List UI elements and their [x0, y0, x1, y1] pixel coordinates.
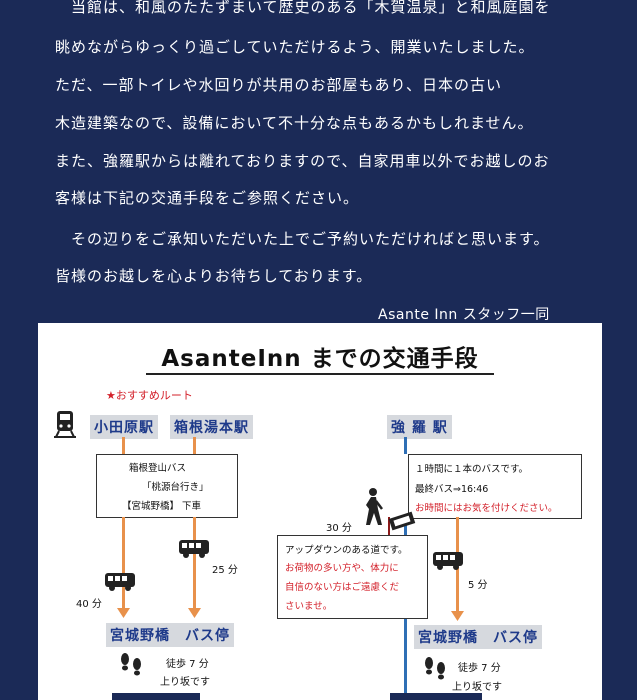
walk-right-uphill: 上り坂です	[452, 682, 502, 693]
bus-info-box-left: 箱根登山バス 「桃源台行き」 【宮城野橋】 下車	[96, 454, 238, 518]
intro-line-2: 眺めながらゆっくり過ごしていただけるよう、開業いたしました。	[55, 38, 535, 56]
caution-note-box: アップダウンのある道です。 お荷物の多い方や、体力に 自信のない方はご遠慮くだ …	[277, 535, 428, 619]
yumoto-bus-minutes: 25 分	[212, 565, 238, 576]
odawara-bus-minutes: 40 分	[76, 599, 102, 610]
footprints-icon	[121, 653, 141, 676]
intro-section: 当館は、和風のたたずまいて歴史のある「木賀温泉」と和風庭園を 眺めながらゆっくり…	[0, 0, 637, 323]
destination-box-right	[390, 693, 482, 700]
station-hakone-yumoto: 箱根湯本駅	[170, 415, 253, 439]
intro-line-1: 当館は、和風のたたずまいて歴史のある「木賀温泉」と和風庭園を	[55, 0, 551, 16]
panel-title: AsanteInn までの交通手段	[161, 346, 479, 372]
route-line-yumoto-top	[193, 437, 196, 454]
bus-icon	[433, 552, 463, 570]
intro-line-8: 皆様のお越しを心よりお待ちしております。	[55, 267, 373, 285]
walk-left-uphill: 上り坂です	[160, 677, 210, 688]
walking-person-icon	[366, 488, 383, 525]
route-line-yumoto	[193, 517, 196, 614]
bus-stop-miyaginobashi-right: 宮城野橋 バス停	[414, 625, 542, 649]
bus-icon	[179, 540, 209, 558]
station-odawara: 小田原駅	[90, 415, 158, 439]
signature: Asante Inn スタッフ一同	[378, 307, 550, 323]
gora-bus-minutes: 5 分	[468, 580, 488, 591]
intro-line-5: また、強羅駅からは離れておりますので、自家用車以外でお越しのお	[55, 152, 550, 170]
arrow-down-icon	[451, 611, 464, 621]
intro-line-6: 客様は下記の交通手段をご参照ください。	[55, 189, 360, 207]
route-line-gora-top	[404, 437, 407, 454]
walk-gora-minutes: 30 分	[326, 523, 352, 534]
intro-line-7: その辺りをご承知いただいた上でご予約いただければと思います。	[55, 230, 550, 248]
recommended-route-label: ★おすすめルート	[106, 389, 193, 402]
luggage-icon	[388, 511, 416, 531]
title-underline	[146, 373, 494, 375]
route-line-odawara-top	[122, 437, 125, 454]
station-gora: 強 羅 駅	[387, 415, 452, 439]
walk-left-minutes: 徒歩 7 分	[166, 659, 209, 670]
intro-line-4: 木造建築なので、設備において不十分な点もあるかもしれません。	[55, 114, 534, 132]
route-line-odawara	[122, 517, 125, 614]
train-icon	[54, 411, 76, 438]
bus-stop-miyaginobashi-left: 宮城野橋 バス停	[106, 623, 234, 647]
arrow-down-icon	[188, 608, 201, 618]
arrow-down-icon	[117, 608, 130, 618]
walk-right-minutes: 徒歩 7 分	[458, 663, 501, 674]
destination-box-left	[112, 693, 200, 700]
bus-icon	[105, 573, 135, 591]
intro-line-3: ただ、一部トイレや水回りが共用のお部屋もあり、日本の古い	[55, 76, 502, 94]
footprints-icon	[425, 657, 445, 680]
access-panel: AsanteInn までの交通手段 ★おすすめルート 小田原駅 箱根湯本駅 箱根…	[38, 323, 602, 700]
gora-bus-info-box: １時間に１本のバスです。 最終バス⇒16:46 お時間にはお気を付けください。	[408, 454, 582, 519]
